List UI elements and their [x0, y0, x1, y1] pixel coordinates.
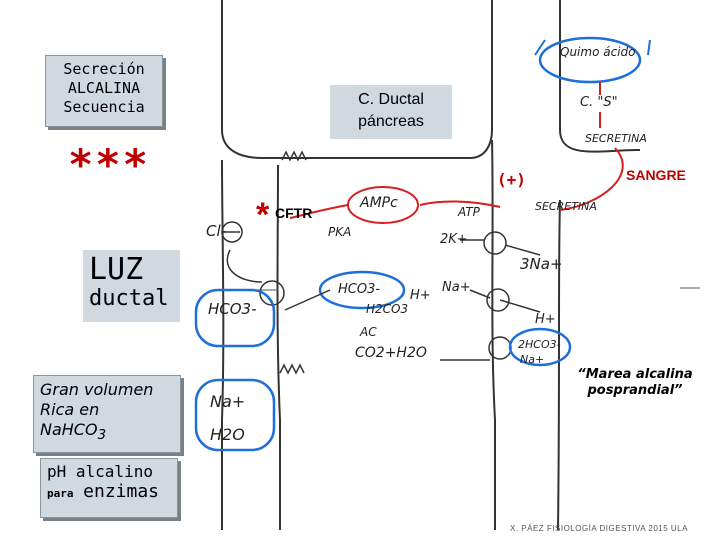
lumen-small: ductal — [89, 286, 169, 311]
volume-line1: Gran volumen — [40, 380, 154, 399]
hw-pka: PKA — [328, 225, 352, 239]
hw-atp: ATP — [458, 205, 480, 219]
blue-arrow-top — [534, 39, 546, 56]
hw-gastric-acid: Quimo ácido — [560, 45, 636, 59]
title-line1: Secreción — [63, 60, 145, 78]
hw-2hco3: 2HCO3- — [518, 338, 561, 351]
hw-3na: 3Na+ — [520, 255, 563, 273]
nahco3-text: NaHCO — [40, 420, 98, 439]
lumen-big: LUZ — [89, 252, 144, 287]
arrow-cl-recycle — [226, 249, 263, 283]
arrow-na-h-in — [469, 289, 491, 299]
secretin-circle — [538, 36, 642, 84]
title-line3: Secuencia — [63, 98, 145, 116]
alkaline-tide-label: “Marea alcalina posprandial” — [560, 367, 710, 399]
hw-ac: AC — [360, 325, 377, 339]
lumen-label-box: LUZ ductal — [83, 250, 180, 322]
tight-junction-bottom — [279, 363, 305, 375]
left-membrane-inner — [276, 164, 281, 530]
hw-ampc: AMPc — [360, 195, 398, 211]
ph-para: para — [47, 487, 74, 500]
right-membrane-inner — [557, 199, 561, 531]
na-h-exchanger — [486, 288, 510, 312]
arrow-na-in — [504, 244, 541, 256]
volume-line3: NaHCO3 — [40, 420, 174, 446]
lumen-hco3-box — [194, 288, 276, 348]
lumen-na-box — [194, 378, 276, 452]
hw-hplus-right: H+ — [535, 312, 556, 327]
upper-right-outline — [559, 0, 641, 153]
hw-hplus: H+ — [410, 288, 431, 303]
ph-line1: pH alcalino — [47, 462, 153, 481]
blood-label: SANGRE — [626, 167, 686, 183]
hw-hco3-cell: HCO3- — [338, 282, 381, 297]
hco3-blue-circle — [318, 270, 406, 310]
title-box: Secreción ALCALINA Secuencia — [45, 55, 163, 127]
ph-enzimas: enzimas — [83, 481, 159, 502]
arrow-h-out — [499, 299, 541, 313]
stimulation-plus: (+) — [497, 170, 526, 189]
ductal-cell-label: C. Ductal páncreas — [330, 85, 452, 139]
red-stars: *** — [68, 140, 150, 189]
ductal-line1: C. Ductal — [358, 91, 424, 108]
hw-lumen-hco3: HCO3- — [208, 300, 257, 318]
nahco3-sub: 3 — [97, 428, 107, 444]
footer-credit: X. PÁEZ FISIOLOGÍA DIGESTIVA 2015 ULA — [510, 524, 688, 533]
arrow-secretina-to-blood — [559, 147, 624, 211]
nahco3-blue-circle — [508, 327, 572, 367]
ph-box: pH alcalino para enzimas — [40, 458, 178, 518]
hw-co2-h2o: CO2+H2O — [355, 345, 427, 361]
cftr-star: * — [256, 196, 270, 234]
cftr-label: CFTR — [275, 205, 313, 221]
title-line2: ALCALINA — [67, 79, 141, 97]
hw-naplus: Na+ — [442, 280, 471, 295]
blue-arrow-top2 — [647, 39, 651, 56]
marea-line1: “Marea alcalina — [577, 367, 693, 382]
arrow-hco3-out — [284, 289, 331, 311]
ductal-line2: páncreas — [358, 113, 424, 130]
hw-lumen-h2o: H2O — [210, 425, 245, 444]
hw-h2co3: H2CO3 — [366, 302, 409, 316]
top-cell-outline — [221, 0, 493, 159]
hw-2k: 2K+ — [440, 232, 468, 247]
hw-lumen-na: Na+ — [210, 392, 246, 411]
na-k-pump — [483, 231, 507, 255]
tight-junction-top — [281, 150, 307, 162]
hw-cs: C. "S" — [580, 95, 618, 110]
hw-secretina-top: SECRETINA — [585, 132, 647, 145]
arrow-ampc-to-cftr — [289, 204, 349, 219]
hw-secretina-receptor: SECRETINA — [535, 200, 597, 213]
marea-line2: posprandial” — [587, 383, 683, 398]
arrow-receptor-to-ampc — [419, 200, 501, 208]
hw-na-in: Na+ — [520, 353, 545, 366]
volume-line2: Rica en — [40, 400, 100, 419]
hw-cl: Cl- — [206, 222, 227, 240]
right-membrane-outer — [491, 139, 496, 530]
volume-box: Gran volumen Rica en NaHCO3 — [33, 375, 181, 453]
